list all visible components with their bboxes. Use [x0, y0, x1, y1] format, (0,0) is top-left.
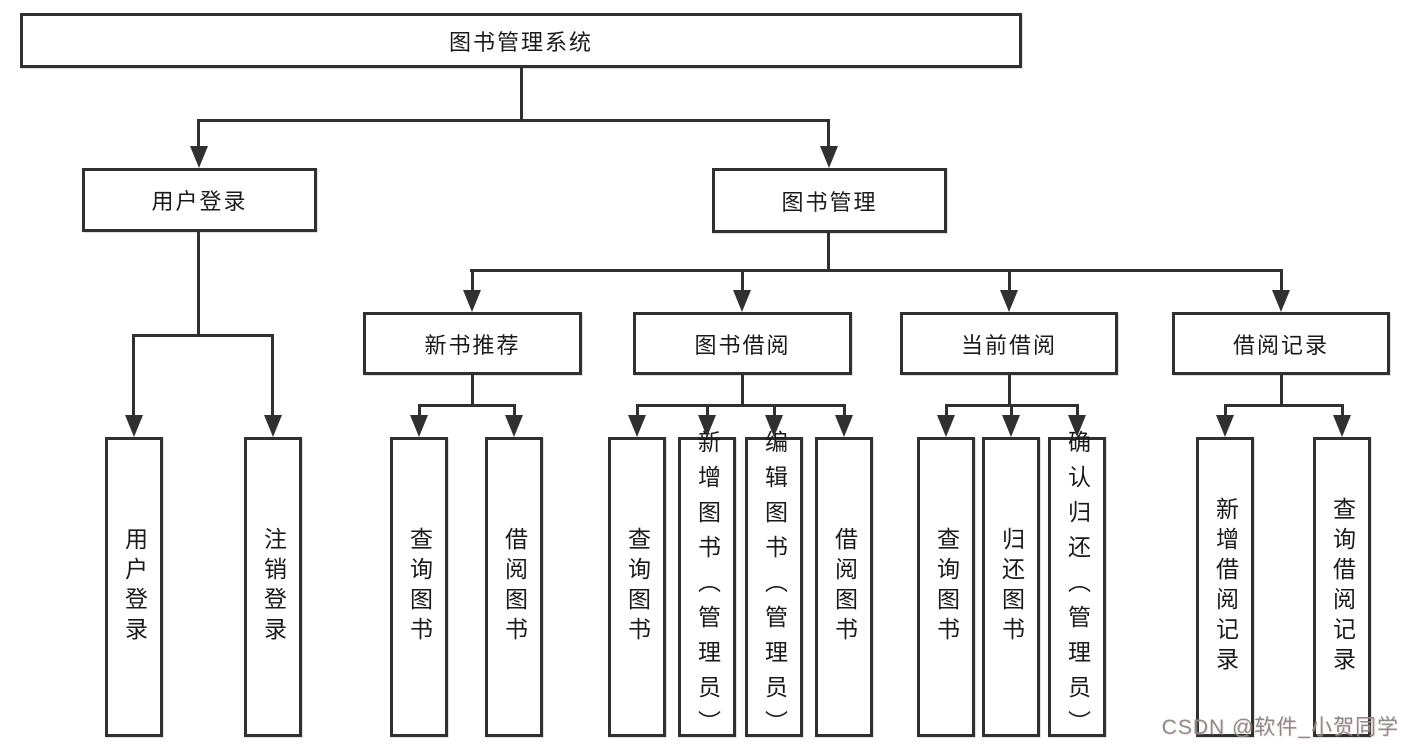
connector-borrow-record-rail: [1224, 404, 1343, 407]
node-book-management-label: 图书管理: [781, 189, 878, 215]
connector-drop: [1224, 404, 1227, 415]
connector-drop-leaf-user-login: [132, 334, 135, 415]
leaf-query-books-borrow: 查询图书: [608, 437, 666, 737]
node-book-borrow: 图书借阅: [633, 312, 852, 375]
arrowhead-icon: [628, 415, 646, 437]
leaf-query-borrow-record-label: 查询借阅记录: [1329, 497, 1356, 677]
connector-drop-borrow-record: [1280, 269, 1283, 290]
node-borrow-record-label: 借阅记录: [1232, 332, 1329, 358]
leaf-add-books-admin: 新增图书（管理员）: [678, 430, 736, 745]
node-root: 图书管理系统: [20, 13, 1022, 68]
arrowhead-icon: [1002, 415, 1020, 437]
connector-current-borrow-stem: [1008, 375, 1011, 406]
leaf-borrow-books-recommend: 借阅图书: [485, 437, 543, 737]
node-user-login: 用户登录: [82, 168, 317, 232]
watermark-text: CSDN @软件_小贺同学: [1161, 716, 1399, 739]
arrowhead-icon: [765, 415, 783, 437]
connector-drop: [1010, 404, 1013, 415]
leaf-confirm-return-admin: 确认归还（管理员）: [1048, 430, 1106, 745]
arrowhead-icon: [698, 415, 716, 437]
connector-drop-new-book: [471, 269, 474, 290]
connector-drop: [706, 404, 709, 415]
arrowhead-icon: [264, 415, 282, 437]
leaf-add-borrow-record: 新增借阅记录: [1196, 437, 1254, 737]
leaf-add-borrow-record-label: 新增借阅记录: [1212, 497, 1239, 677]
leaf-logout-label: 注销登录: [260, 527, 287, 647]
connector-drop: [945, 404, 948, 415]
node-new-book-recommend: 新书推荐: [363, 312, 582, 375]
leaf-edit-books-admin-label: 编辑图书（管理员）: [761, 429, 788, 745]
connector-borrow-record-stem: [1280, 375, 1283, 406]
arrowhead-icon: [1068, 415, 1086, 437]
node-user-login-label: 用户登录: [151, 189, 248, 214]
arrowhead-icon: [410, 415, 428, 437]
leaf-return-books-label: 归还图书: [998, 527, 1025, 647]
connector-drop: [513, 404, 516, 415]
arrowhead-icon: [463, 290, 481, 312]
node-root-label: 图书管理系统: [448, 29, 593, 55]
connector-drop-leaf-logout: [271, 334, 274, 415]
leaf-confirm-return-admin-label: 确认归还（管理员）: [1064, 429, 1091, 745]
connector-level2-rail: [198, 119, 830, 122]
arrowhead-icon: [1000, 290, 1018, 312]
leaf-query-borrow-record: 查询借阅记录: [1313, 437, 1371, 737]
leaf-edit-books-admin: 编辑图书（管理员）: [745, 430, 803, 745]
arrowhead-icon: [505, 415, 523, 437]
connector-drop: [843, 404, 846, 415]
arrowhead-icon: [937, 415, 955, 437]
arrowhead-icon: [125, 415, 143, 437]
connector-user-login-rail: [132, 334, 274, 337]
arrowhead-icon: [190, 146, 208, 168]
connector-drop-user-login: [197, 119, 200, 146]
node-borrow-record: 借阅记录: [1172, 312, 1390, 375]
arrowhead-icon: [835, 415, 853, 437]
arrowhead-icon: [1216, 415, 1234, 437]
node-book-management: 图书管理: [712, 168, 947, 233]
connector-drop-current-borrow: [1008, 269, 1011, 290]
connector-level3-rail: [470, 269, 1282, 272]
leaf-query-books-recommend: 查询图书: [390, 437, 448, 737]
connector-book-management-stem: [827, 232, 830, 271]
connector-drop: [1341, 404, 1344, 415]
connector-root-stem: [520, 68, 523, 120]
leaf-query-books-recommend-label: 查询图书: [406, 527, 433, 647]
connector-drop: [773, 404, 776, 415]
leaf-user-login-label: 用户登录: [121, 527, 148, 647]
connector-drop: [1076, 404, 1079, 415]
node-current-borrow: 当前借阅: [900, 312, 1118, 375]
leaf-query-books-current: 查询图书: [917, 437, 975, 737]
leaf-user-login: 用户登录: [105, 437, 163, 737]
connector-book-borrow-rail: [636, 404, 845, 407]
node-current-borrow-label: 当前借阅: [960, 332, 1057, 358]
arrowhead-icon: [1272, 290, 1290, 312]
node-new-book-recommend-label: 新书推荐: [424, 332, 521, 358]
arrowhead-icon: [733, 290, 751, 312]
arrowhead-icon: [1333, 415, 1351, 437]
leaf-query-books-borrow-label: 查询图书: [624, 527, 651, 647]
connector-drop: [636, 404, 639, 415]
arrowhead-icon: [820, 146, 838, 168]
leaf-borrow-books: 借阅图书: [815, 437, 873, 737]
leaf-logout: 注销登录: [244, 437, 302, 737]
leaf-query-books-current-label: 查询图书: [933, 527, 960, 647]
connector-drop-book-borrow: [741, 269, 744, 290]
node-book-borrow-label: 图书借阅: [694, 332, 791, 358]
connector-new-book-stem: [471, 375, 474, 406]
connector-user-login-stem: [197, 232, 200, 336]
connector-drop-book-management: [827, 119, 830, 146]
connector-drop: [418, 404, 421, 415]
leaf-add-books-admin-label: 新增图书（管理员）: [694, 429, 721, 745]
leaf-borrow-books-label: 借阅图书: [831, 527, 858, 647]
connector-book-borrow-stem: [741, 375, 744, 406]
leaf-return-books: 归还图书: [982, 437, 1040, 737]
connector-new-book-rail: [418, 404, 515, 407]
leaf-borrow-books-recommend-label: 借阅图书: [501, 527, 528, 647]
